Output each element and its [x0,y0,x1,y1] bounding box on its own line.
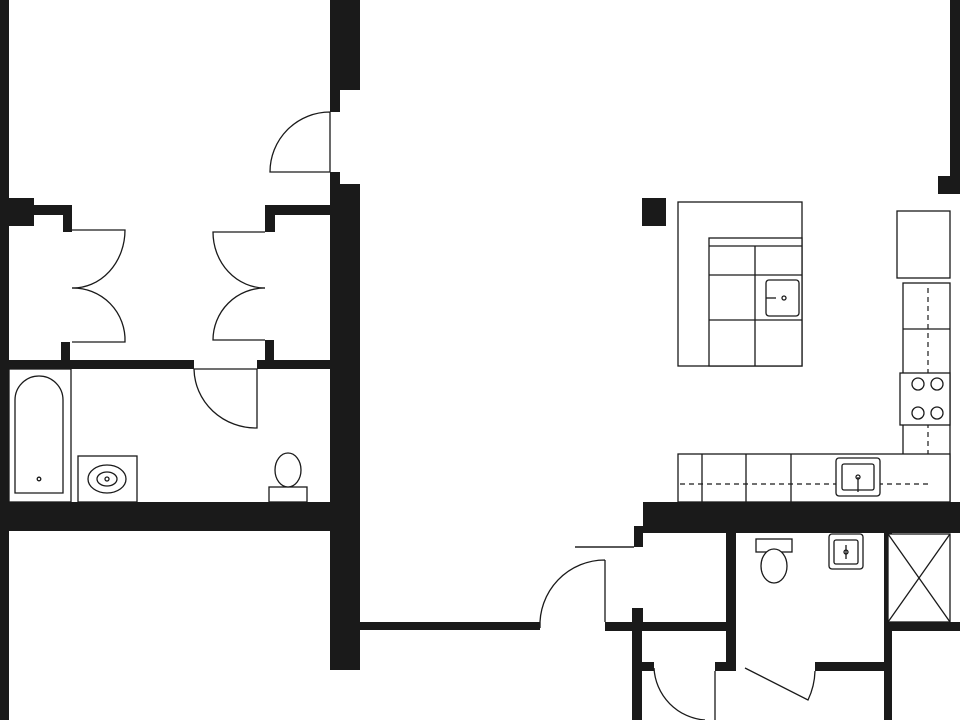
door-bathroom [193,368,258,429]
door-closet-2-right [212,287,266,341]
wall-stub-left [61,342,70,360]
wall-laundry-bottom [884,622,960,631]
door-closet-1-left [71,229,126,289]
powder-toilet-bowl [760,548,788,584]
wall-bath-top-right [257,360,330,369]
wall-bath-top-left [9,360,194,369]
kitchen-fixtures [677,201,951,503]
wall-column [642,198,666,226]
door-entry [653,667,706,720]
powder-room-fixtures [755,533,951,623]
bathtub-drain [36,476,42,482]
island-sink-drain [781,295,787,301]
door-powder [714,667,816,720]
burner [930,377,944,391]
bathtub [14,375,64,494]
wall-powder-jamb [715,662,736,671]
wall-right [950,0,960,177]
door-closet-1-right [71,287,126,343]
bathroom-sink-drain [104,476,110,482]
wall-powder-left [726,533,736,668]
bathtub-surround [8,368,72,503]
refrigerator [896,210,951,279]
doors [71,111,816,720]
wall-left-upper [0,0,9,200]
wall-entry-stub [632,608,643,630]
wall-kitchen-bottom [634,502,960,547]
wall-closet-right [265,205,331,232]
burner [911,406,925,420]
toilet-bowl [274,452,302,488]
wall-stub-right [265,340,274,360]
wall-entry-top [605,622,726,631]
wall-central-top [330,0,360,112]
laundry-closet-cross [887,533,951,623]
bathroom-fixtures [8,368,308,503]
wall-central [330,172,360,670]
wall-entry-left [632,630,642,720]
burner [911,377,925,391]
wall-left-lower [0,200,9,720]
wall-hall [360,622,540,630]
door-closet-2-left [212,231,266,289]
wall-right-jamb [938,176,960,194]
wall-entry-jamb [642,662,654,671]
door-bedroom-2 [269,111,331,173]
wall-powder-bottom [815,662,888,671]
wall-bath-bottom [9,502,331,531]
door-kitchen-hall-arc [539,546,634,629]
wall-closet-left [9,198,72,232]
counter-bottom [677,453,951,503]
burner [930,406,944,420]
toilet-tank [268,486,308,503]
